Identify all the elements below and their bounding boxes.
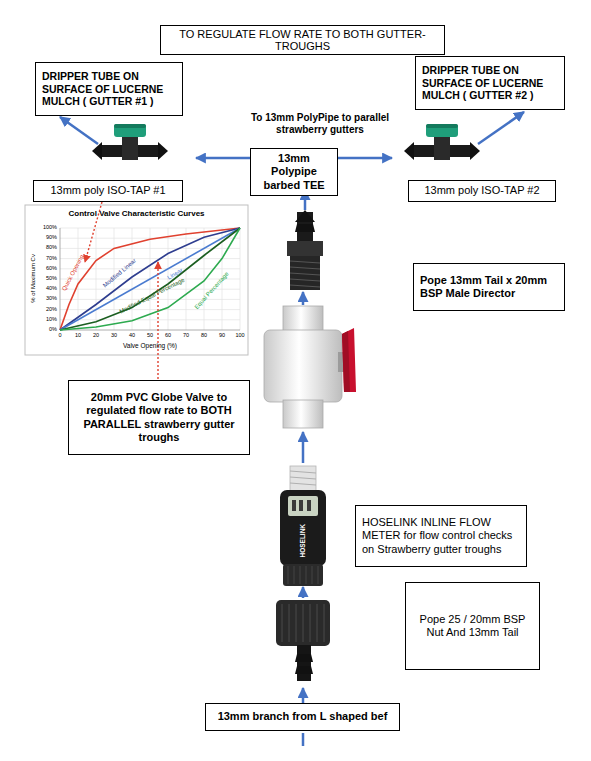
chart-label: 40 (122, 332, 142, 338)
device-brand: HOSELINK (299, 516, 306, 566)
flow-note: To 13mm PolyPipe to parallel strawberry … (240, 112, 400, 135)
chart-label: 100 (230, 332, 250, 338)
chart-label: 30 (104, 332, 124, 338)
chart-label: 10% (37, 316, 57, 322)
box-text: 20mm PVC Globe Valve to regulated flow r… (75, 391, 243, 445)
component-box: DRIPPER TUBE ON SURFACE OF LUCERNE MULCH… (35, 62, 183, 116)
component-box: 13mm branch from L shaped bef (205, 703, 400, 731)
chart-label: 70 (176, 332, 196, 338)
chart-label: 60% (37, 265, 57, 271)
callout-leader (85, 202, 158, 379)
chart-label: 10 (68, 332, 88, 338)
chart-label: 90 (212, 332, 232, 338)
box-text: DRIPPER TUBE ON SURFACE OF LUCERNE MULCH… (42, 70, 176, 108)
component-box: HOSELINK INLINE FLOW METER for flow cont… (355, 505, 527, 567)
chart-label: 30% (37, 295, 57, 301)
box-text: 13mm Polypipe barbed TEE (257, 152, 331, 192)
chart-label: Valve Opening (%) (60, 342, 240, 349)
globe-valve-illustration (264, 306, 356, 428)
box-text: Pope 25 / 20mm BSP Nut And 13mm Tail (412, 613, 533, 640)
tail-fitting-illustration (287, 210, 323, 290)
chart-label: 20% (37, 306, 57, 312)
box-text: 13mm poly ISO-TAP #2 (415, 184, 549, 197)
box-text: HOSELINK INLINE FLOW METER for flow cont… (362, 516, 520, 556)
nut-tail-illustration (276, 600, 330, 681)
chart-label: 0% (37, 326, 57, 332)
chart-label: 50 (140, 332, 160, 338)
box-text: Pope 13mm Tail x 20mm BSP Male Director (420, 274, 558, 301)
chart-label: 100% (37, 224, 57, 230)
box-text: DRIPPER TUBE ON SURFACE OF LUCERNE MULCH… (422, 64, 558, 102)
chart-label: % of Maximum Cv (30, 233, 37, 323)
chart-label: 70% (37, 255, 57, 261)
component-box: 13mm Polypipe barbed TEE (250, 148, 338, 196)
component-box: DRIPPER TUBE ON SURFACE OF LUCERNE MULCH… (415, 56, 565, 110)
chart-label: Control Valve Characteristic Curves (25, 209, 248, 218)
chart-label: 40% (37, 285, 57, 291)
iso-tap-illustration (92, 124, 168, 160)
title-text: TO REGULATE FLOW RATE TO BOTH GUTTER-TRO… (165, 28, 440, 52)
component-box: 13mm poly ISO-TAP #1 (33, 180, 183, 202)
chart-label: 50% (37, 275, 57, 281)
valve-curve-chart (25, 205, 248, 355)
title-box: TO REGULATE FLOW RATE TO BOTH GUTTER-TRO… (160, 25, 445, 55)
chart-label: 80% (37, 244, 57, 250)
chart-label: 90% (37, 234, 57, 240)
component-box: 13mm poly ISO-TAP #2 (408, 180, 556, 202)
chart-label: 60 (158, 332, 178, 338)
box-text: 13mm branch from L shaped bef (212, 710, 393, 723)
box-text: 13mm poly ISO-TAP #1 (40, 184, 176, 197)
chart-label: 20 (86, 332, 106, 338)
component-box: Pope 25 / 20mm BSP Nut And 13mm Tail (405, 582, 540, 670)
component-box: 20mm PVC Globe Valve to regulated flow r… (68, 380, 250, 455)
flow-meter-illustration (280, 466, 326, 586)
chart-label: 0 (50, 332, 70, 338)
chart-label: 80 (194, 332, 214, 338)
component-box: Pope 13mm Tail x 20mm BSP Male Director (413, 263, 565, 311)
iso-tap-illustration (404, 124, 480, 160)
